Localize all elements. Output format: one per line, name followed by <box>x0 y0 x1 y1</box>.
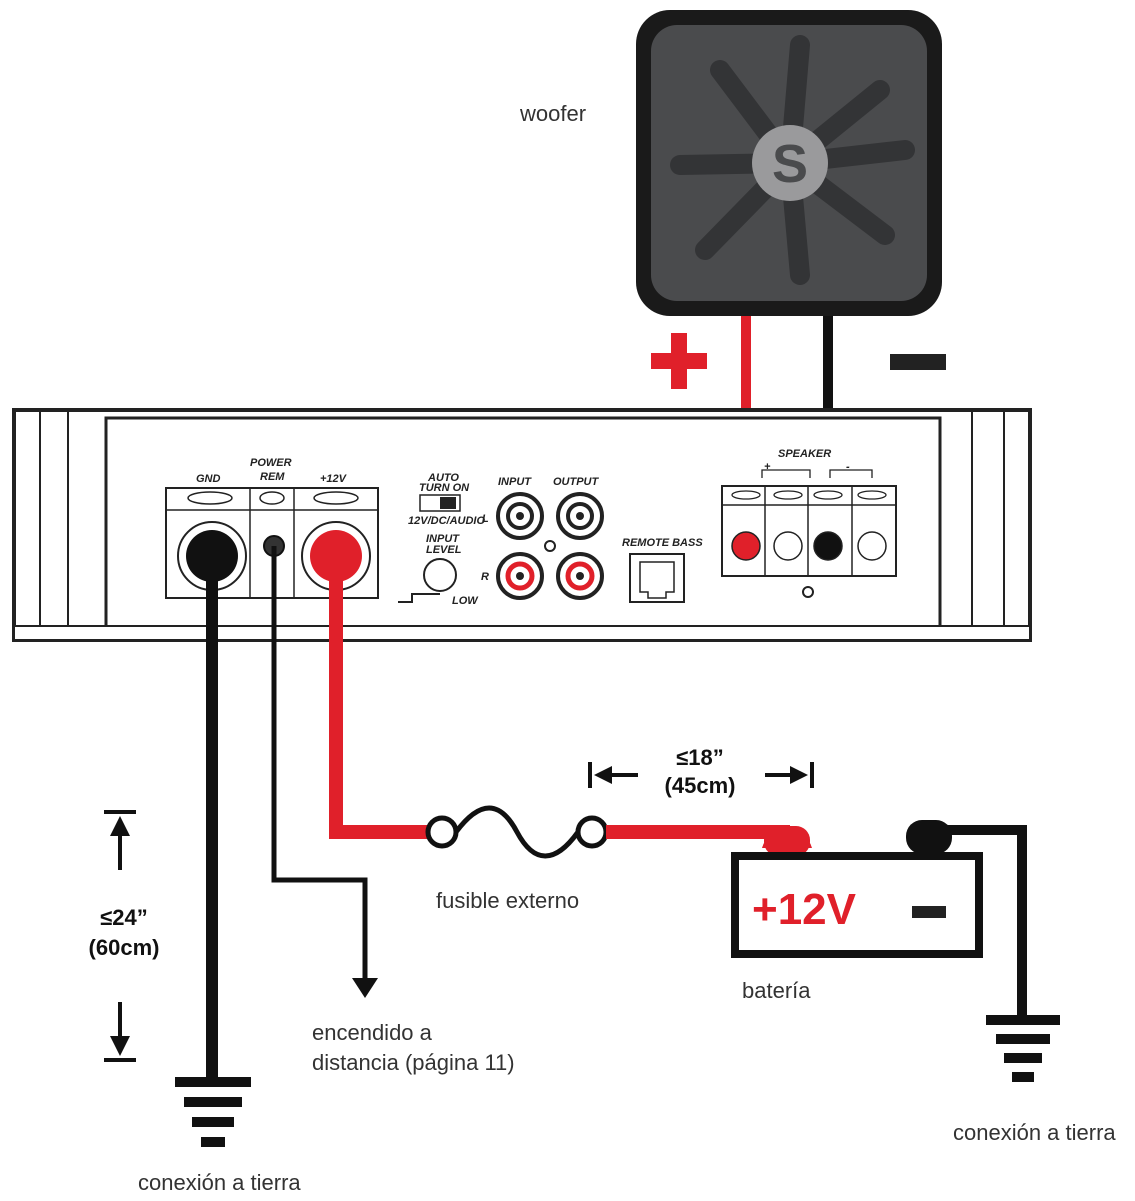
amplifier <box>12 408 1032 642</box>
remote-label-line1: encendido a <box>312 1020 433 1045</box>
rca-input-l <box>496 492 544 540</box>
rca-output-l <box>556 492 604 540</box>
dist-ground-top: ≤24” <box>100 905 148 930</box>
auto-label: AUTO <box>427 472 459 484</box>
ground-symbol-icon <box>175 1077 251 1147</box>
speaker-plus-label: + <box>764 461 771 473</box>
battery-icon <box>731 820 983 958</box>
mode-label: 12V/DC/AUDIO <box>408 515 485 527</box>
woofer-label: woofer <box>519 101 586 126</box>
dimension-ground <box>104 810 136 1062</box>
input-label: INPUT <box>498 476 532 488</box>
speaker-minus-label: - <box>846 461 850 473</box>
power-wire <box>329 556 430 839</box>
rca-output-r <box>556 552 604 600</box>
rca-input-r <box>496 552 544 600</box>
fuse-icon <box>425 805 609 859</box>
ground-right-label: conexión a tierra <box>953 1120 1116 1145</box>
remote-bass-label: REMOTE BASS <box>622 537 703 549</box>
fuse-label: fusible externo <box>436 888 579 913</box>
low-high-label: LOW <box>452 595 479 607</box>
channel-r-label: R <box>481 571 489 583</box>
svg-text:S: S <box>772 134 808 194</box>
dist-ground-bottom: (60cm) <box>89 935 160 960</box>
dist-battery-bottom: (45cm) <box>665 773 736 798</box>
power-label: POWER <box>250 457 292 469</box>
battery-label: batería <box>742 978 811 1003</box>
remote-arrow-icon <box>352 978 378 998</box>
ground-symbol-icon <box>986 1015 1060 1082</box>
battery-voltage-label: +12V <box>752 885 857 934</box>
v12-terminal-label: +12V <box>320 473 348 485</box>
minus-icon <box>890 354 946 370</box>
level-label: LEVEL <box>426 544 462 556</box>
input-level-label: INPUT <box>426 533 460 545</box>
channel-l-label: L <box>482 513 489 525</box>
turn-on-label: TURN ON <box>419 482 470 494</box>
remote-wire <box>271 546 368 980</box>
battery-negative-wire <box>930 825 1027 1018</box>
output-label: OUTPUT <box>553 476 600 488</box>
plus-icon <box>651 333 707 389</box>
ground-left-label: conexión a tierra <box>138 1170 301 1195</box>
remote-label-line2: distancia (página 11) <box>312 1050 515 1075</box>
speaker-label: SPEAKER <box>778 448 831 460</box>
dist-battery-top: ≤18” <box>676 745 724 770</box>
woofer-box: S <box>636 10 942 316</box>
rem-label: REM <box>260 471 285 483</box>
dimension-battery <box>588 762 814 788</box>
gnd-label: GND <box>196 473 221 485</box>
